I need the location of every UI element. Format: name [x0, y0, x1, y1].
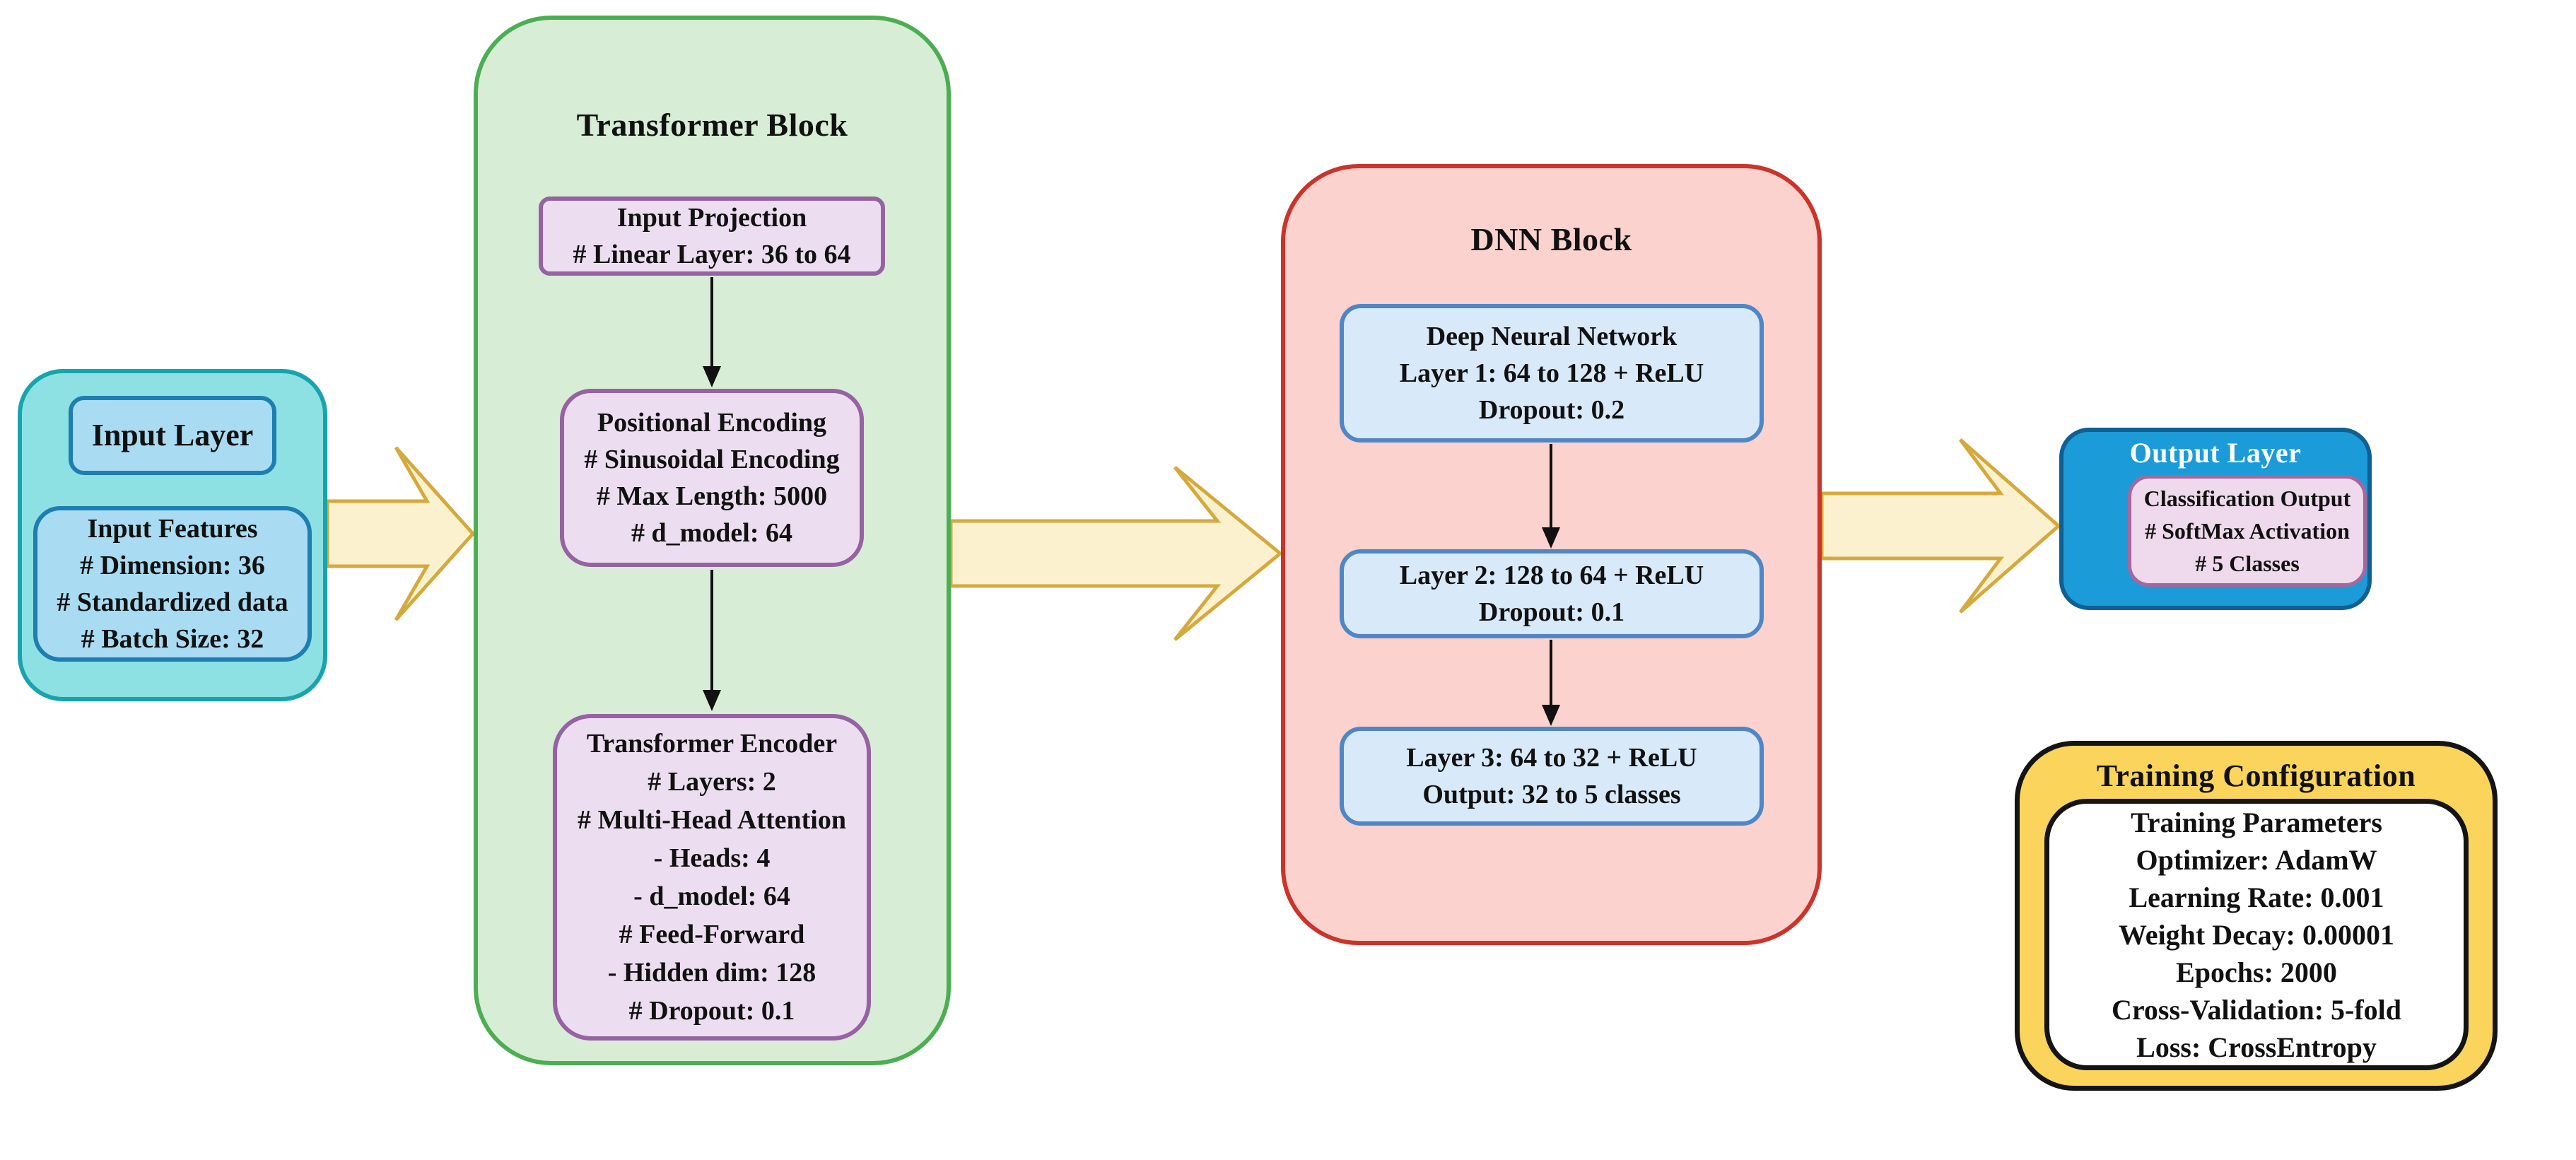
text-line: Transformer Encoder — [586, 729, 838, 758]
text-line: # d_model: 64 — [631, 518, 792, 548]
text-line: Layer 1: 64 to 128 + ReLU — [1399, 358, 1704, 388]
input-features-box: Input Features # Dimension: 36 # Standar… — [33, 506, 312, 662]
classification-output-box: Classification Output # SoftMax Activati… — [2128, 475, 2367, 587]
transformer-encoder-box: Transformer Encoder # Layers: 2 # Multi-… — [553, 714, 871, 1041]
flow-arrow-transformer-to-dnn — [951, 466, 1282, 641]
text-line: Cross-Validation: 5-fold — [2111, 993, 2402, 1026]
flow-arrow-input-to-transformer — [327, 446, 475, 621]
dnn-layer2-box: Layer 2: 128 to 64 + ReLU Dropout: 0.1 — [1340, 549, 1764, 638]
text-line: # Layers: 2 — [648, 767, 776, 797]
text-line: # Dropout: 0.1 — [628, 996, 795, 1026]
text-line: # Max Length: 5000 — [596, 481, 828, 511]
text-line: Loss: CrossEntropy — [2136, 1031, 2377, 1063]
text-line: # SoftMax Activation — [2145, 518, 2350, 544]
text-line: Layer 3: 64 to 32 + ReLU — [1406, 743, 1697, 773]
text-line: - Heads: 4 — [653, 843, 771, 873]
text-line: Learning Rate: 0.001 — [2129, 881, 2384, 913]
dnn-layer1-box: Deep Neural Network Layer 1: 64 to 128 +… — [1340, 304, 1764, 443]
dnn-layer3-box: Layer 3: 64 to 32 + ReLU Output: 32 to 5… — [1340, 727, 1764, 826]
arrow-positional-to-encoder — [703, 570, 721, 711]
text-line: Layer 2: 128 to 64 + ReLU — [1399, 561, 1704, 590]
text-line: - Hidden dim: 128 — [607, 958, 816, 988]
text-line: # Feed-Forward — [619, 920, 805, 949]
positional-encoding-box: Positional Encoding # Sinusoidal Encodin… — [560, 389, 864, 567]
text-line: - d_model: 64 — [633, 881, 790, 911]
text-line: Optimizer: AdamW — [2136, 843, 2377, 876]
text-line: # Sinusoidal Encoding — [584, 445, 840, 474]
input-projection-box: Input Projection # Linear Layer: 36 to 6… — [539, 197, 885, 276]
text-line: Classification Output — [2143, 486, 2351, 511]
input-layer-title-box: Input Layer — [69, 396, 276, 475]
text-line: Input Features — [87, 514, 258, 544]
text-line: Epochs: 2000 — [2176, 956, 2337, 988]
text-line: # Dimension: 36 — [80, 551, 265, 580]
text-line: Input Projection — [616, 203, 807, 233]
arrow-projection-to-positional — [703, 277, 721, 387]
text-line: # 5 Classes — [2195, 551, 2300, 576]
text-line: # Linear Layer: 36 to 64 — [573, 240, 851, 269]
text-line: Training Parameters — [2131, 806, 2382, 838]
text-line: Dropout: 0.2 — [1478, 395, 1625, 425]
text-line: Dropout: 0.1 — [1478, 597, 1625, 627]
training-configuration-title: Training Configuration — [2096, 758, 2416, 793]
text-line: # Multi-Head Attention — [578, 805, 846, 835]
transformer-block-title: Transformer Block — [576, 107, 848, 143]
arrow-layer2-to-layer3 — [1542, 640, 1560, 726]
text-line: Deep Neural Network — [1426, 322, 1678, 351]
training-parameters-box: Training Parameters Optimizer: AdamW Lea… — [2044, 799, 2469, 1070]
output-layer-title: Output Layer — [2129, 437, 2302, 469]
text-line: Output: 32 to 5 classes — [1422, 780, 1681, 809]
text-line: # Standardized data — [57, 587, 288, 617]
flow-arrow-dnn-to-output — [1822, 438, 2061, 614]
text-line: # Batch Size: 32 — [81, 624, 264, 654]
dnn-block-title: DNN Block — [1470, 221, 1632, 257]
text-line: Weight Decay: 0.00001 — [2119, 918, 2394, 951]
input-layer-title: Input Layer — [91, 418, 254, 452]
arrow-layer1-to-layer2 — [1542, 444, 1560, 549]
text-line: Positional Encoding — [597, 408, 827, 438]
